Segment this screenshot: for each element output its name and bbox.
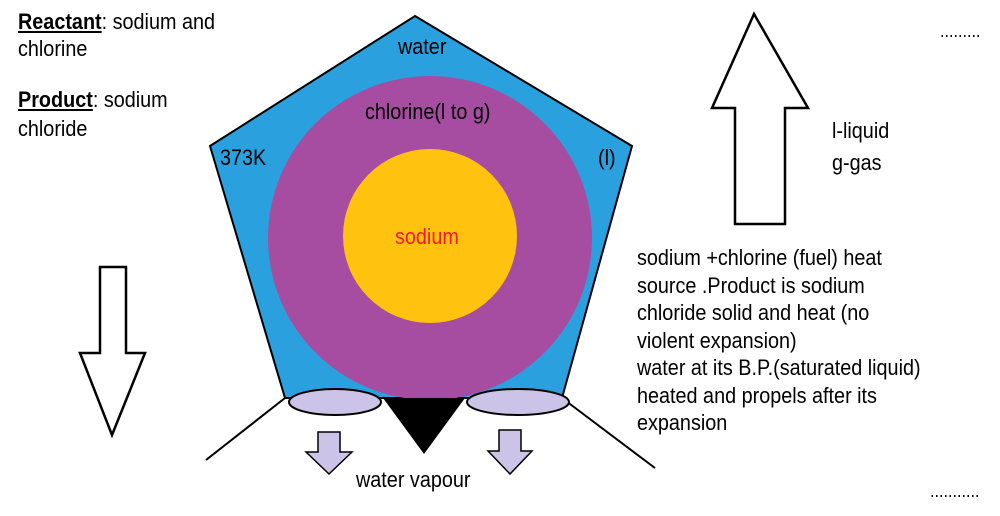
reactant-line-1: Reactant: sodium and <box>18 9 215 35</box>
description-line: heated and propels after its <box>637 382 877 408</box>
description-line: violent expansion) <box>637 327 797 353</box>
description-block: sodium +chlorine (fuel) heat source .Pro… <box>637 244 952 437</box>
up-arrow <box>710 11 811 226</box>
skirt-right-line <box>561 397 656 469</box>
reactant-line-2: chlorine <box>18 36 88 61</box>
legend-liquid: l-liquid <box>832 118 890 143</box>
product-line-1: Product: sodium <box>18 87 168 113</box>
description-line: chloride solid and heat (no <box>637 300 870 325</box>
dots-bottom: ........... <box>930 481 980 501</box>
water-label: water <box>398 34 447 59</box>
reactant-text: : sodium and <box>101 9 216 34</box>
exhaust-arrow-right <box>486 429 534 476</box>
description-line: expansion <box>637 410 728 435</box>
nozzle-left <box>288 388 382 416</box>
description-line: sodium +chlorine (fuel) heat <box>637 245 882 270</box>
center-cone <box>383 398 465 454</box>
temperature-label: 373K <box>220 145 267 170</box>
product-heading: Product <box>18 87 93 112</box>
water-vapour-label: water vapour <box>356 467 471 492</box>
nozzle-right <box>466 388 570 416</box>
sodium-label: sodium <box>395 224 459 249</box>
reactant-heading: Reactant <box>18 9 102 34</box>
exhaust-arrow-left <box>304 431 354 476</box>
dots-top: ......... <box>940 21 981 41</box>
product-text: : sodium <box>92 87 168 112</box>
product-line-2: chloride <box>18 116 88 141</box>
description-line: water at its B.P.(saturated liquid) <box>637 355 921 380</box>
sodium-circle <box>343 149 517 323</box>
liquid-state-label: (l) <box>598 145 616 170</box>
description-line: source .Product is sodium <box>637 272 865 298</box>
chlorine-label: chlorine(l to g) <box>365 99 491 124</box>
skirt-left-line <box>205 397 286 461</box>
legend-gas: g-gas <box>832 150 882 175</box>
down-arrow <box>78 265 147 439</box>
